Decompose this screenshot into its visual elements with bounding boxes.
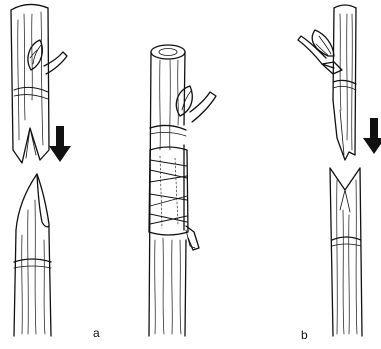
arrow-down-icon-a: [49, 126, 71, 162]
binding-tape: [149, 147, 199, 250]
figure-label-a: a: [93, 327, 100, 339]
rootstock-b: [330, 168, 362, 336]
leaf-stalk-a: [44, 52, 67, 74]
bud-icon: [28, 40, 42, 70]
arrow-down-icon-b: [363, 118, 381, 154]
bud-icon: [312, 30, 334, 56]
scion-b: [298, 5, 356, 160]
leaf-stalk-center: [190, 92, 216, 122]
rootstock-a: [14, 174, 51, 336]
figure-label-b: b: [301, 329, 308, 341]
joined-graft: [149, 45, 216, 336]
